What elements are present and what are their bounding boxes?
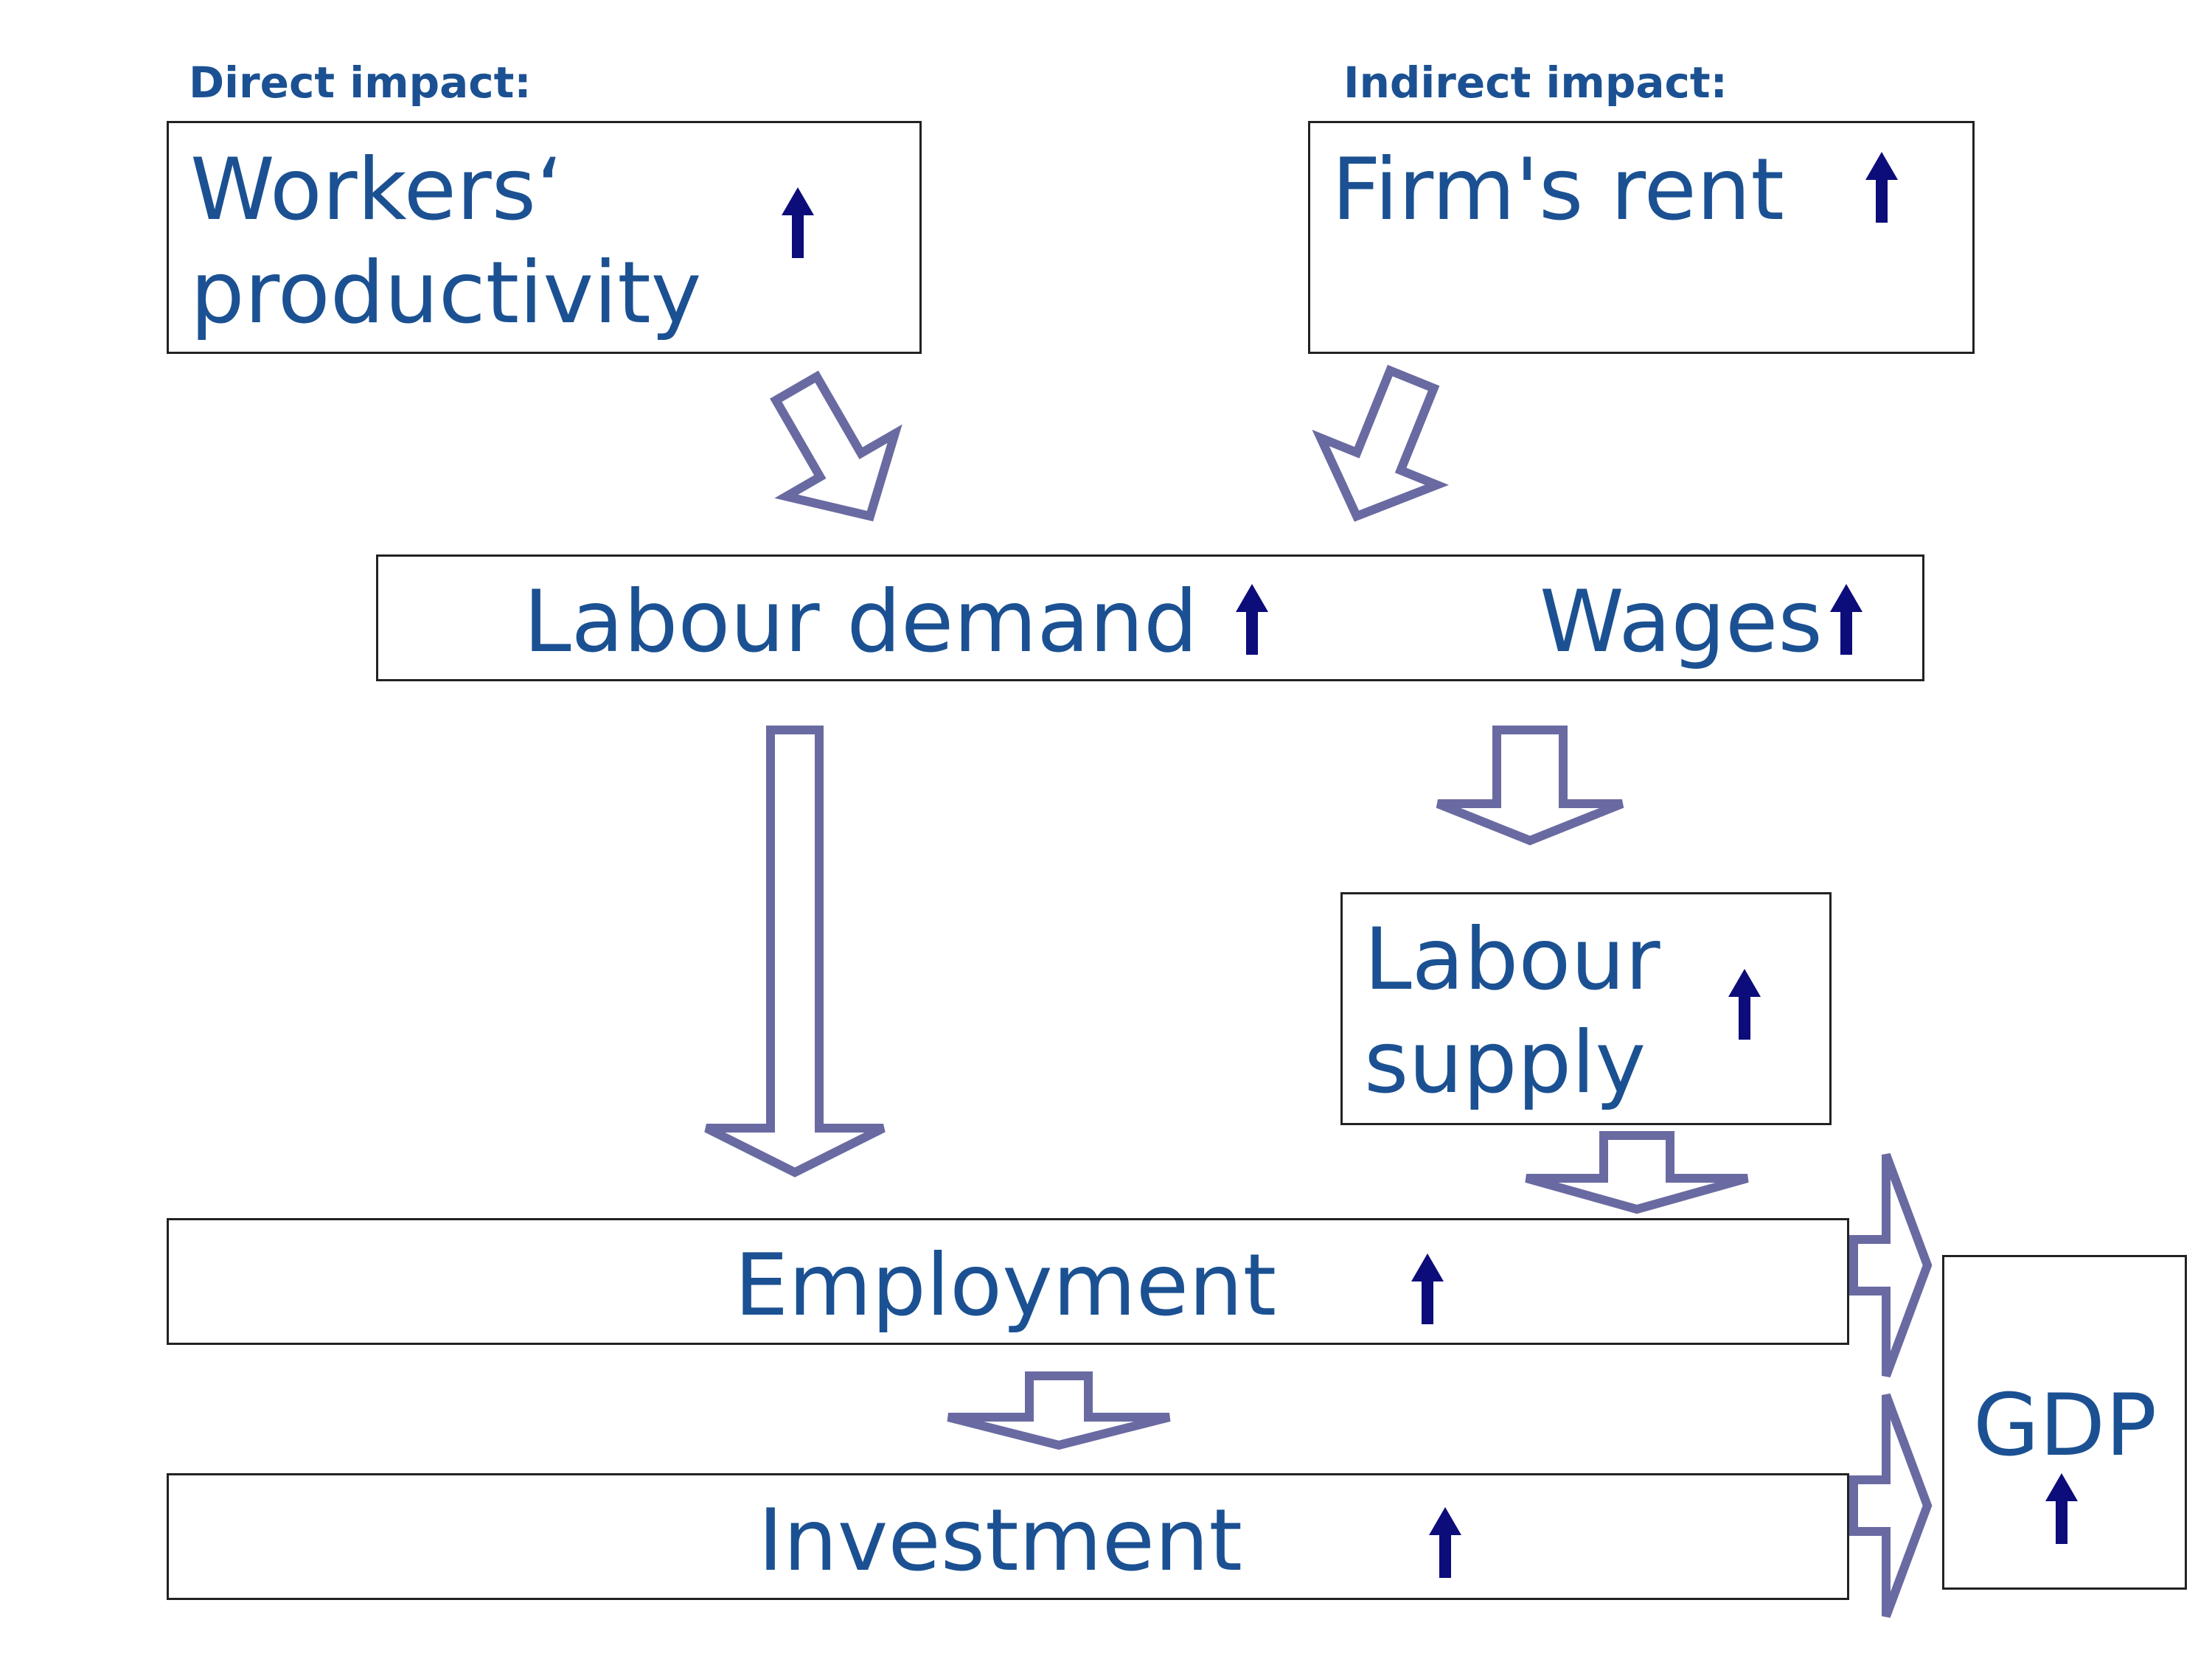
flow-arrow-employment-to-gdp bbox=[1849, 1152, 1933, 1378]
up-arrow-labour-demand-icon bbox=[1236, 584, 1268, 655]
labour-demand-wages-box bbox=[376, 554, 1924, 681]
wages-label: Wages bbox=[1540, 572, 1823, 672]
up-arrow-wages-icon bbox=[1830, 584, 1863, 655]
up-arrow-investment-icon bbox=[1429, 1507, 1461, 1578]
flow-arrow-employment-to-investment bbox=[947, 1371, 1171, 1450]
flow-arrow-productivity-to-demand bbox=[770, 370, 902, 522]
employment-label: Employment bbox=[734, 1236, 1277, 1335]
up-arrow-labour-supply-icon bbox=[1728, 969, 1761, 1040]
employment-box bbox=[167, 1218, 1849, 1345]
flow-arrow-wages-to-supply bbox=[1436, 726, 1624, 846]
up-arrow-gdp-icon bbox=[2045, 1473, 2078, 1544]
up-arrow-firms-rent-icon bbox=[1865, 152, 1898, 223]
flow-arrow-investment-to-gdp bbox=[1849, 1393, 1933, 1618]
firms-rent-label: Firm's rent bbox=[1332, 140, 1784, 240]
indirect-impact-header: Indirect impact: bbox=[1343, 58, 1728, 108]
workers-productivity-label: Workers‘ productivity bbox=[190, 140, 702, 343]
flow-arrow-supply-to-employment bbox=[1525, 1131, 1749, 1214]
firms-rent-box bbox=[1308, 121, 1975, 354]
gdp-box bbox=[1942, 1255, 2187, 1590]
investment-box bbox=[167, 1473, 1849, 1600]
labour-demand-label: Labour demand bbox=[524, 572, 1198, 672]
up-arrow-employment-icon bbox=[1411, 1253, 1444, 1324]
direct-impact-header: Direct impact: bbox=[189, 58, 532, 108]
labour-supply-label: Labour supply bbox=[1364, 910, 1660, 1113]
investment-label: Investment bbox=[758, 1491, 1243, 1590]
flow-arrow-demand-to-employment bbox=[704, 726, 886, 1178]
flow-arrow-rent-to-demand bbox=[1312, 364, 1450, 522]
up-arrow-workers-productivity-icon bbox=[782, 187, 814, 258]
gdp-label: GDP bbox=[1973, 1376, 2157, 1475]
